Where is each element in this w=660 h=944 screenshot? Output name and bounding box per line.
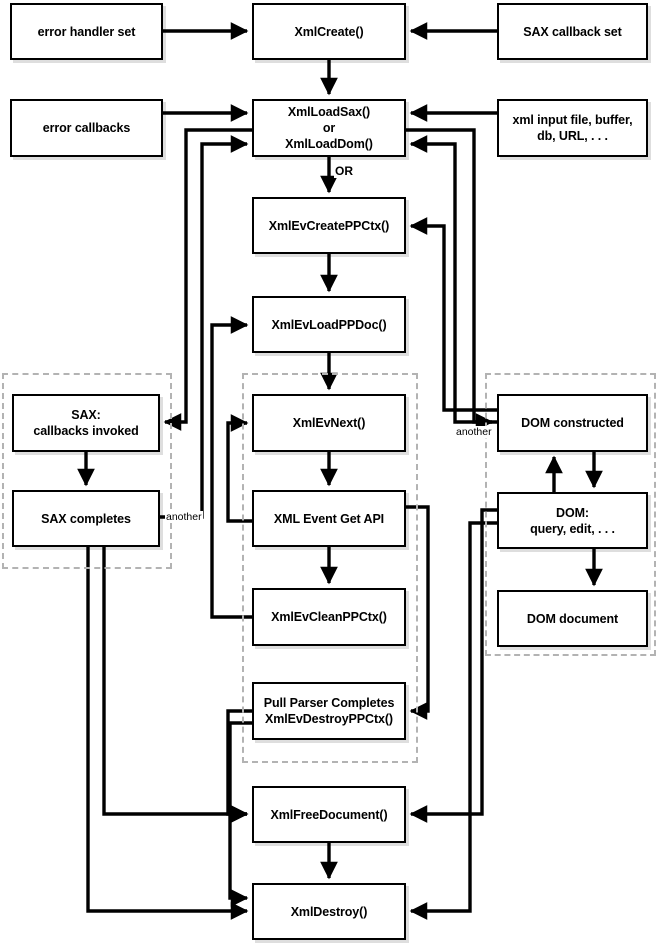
node-label: DOM constructed — [521, 416, 624, 430]
node-pull-parser-completes[interactable]: Pull Parser Completes XmlEvDestroyPPCtx(… — [252, 682, 406, 740]
node-xml-input-source[interactable]: xml input file, buffer, db, URL, . . . — [497, 99, 648, 157]
node-label-line-2: db, URL, . . . — [537, 129, 608, 143]
dom-phase-group — [485, 373, 656, 656]
node-xml-destroy[interactable]: XmlDestroy() — [252, 883, 406, 940]
edge-xmlload-to-domconstructed — [406, 128, 494, 431]
node-sax-callbacks-invoked[interactable]: SAX: callbacks invoked — [12, 394, 160, 452]
node-xmlev-create-ppctx[interactable]: XmlEvCreatePPCtx() — [252, 197, 406, 254]
node-label: DOM document — [526, 611, 619, 626]
node-label: XmlFreeDocument() — [270, 807, 388, 822]
node-label-line-2: query, edit, . . . — [530, 521, 615, 536]
node-label-line-1: Pull Parser Completes — [263, 696, 395, 710]
edge-label-another-dom: another — [455, 426, 493, 438]
node-label: XmlCreate() — [294, 24, 364, 39]
node-label: XmlEvLoadPPDoc() — [271, 317, 387, 332]
node-label-block: Pull Parser Completes XmlEvDestroyPPCtx(… — [264, 695, 395, 727]
node-label: SAX callback set — [523, 24, 622, 39]
edge-domconstructed-to-xmlload — [409, 135, 497, 424]
edge-domquery-to-xmlfreedocument — [409, 508, 497, 823]
node-label: XML Event Get API — [273, 511, 385, 526]
node-label: SAX completes — [41, 511, 131, 526]
node-error-handler-set[interactable]: error handler set — [10, 3, 163, 60]
node-label: XmlEvCreatePPCtx() — [268, 218, 390, 233]
node-dom-query-edit[interactable]: DOM: query, edit, . . . — [497, 492, 648, 549]
node-label: error callbacks — [42, 121, 131, 135]
node-xml-free-document[interactable]: XmlFreeDocument() — [252, 786, 406, 843]
edge-domquery-to-xmldestroy — [409, 521, 497, 920]
node-sax-callback-set[interactable]: SAX callback set — [497, 3, 648, 60]
edge-eventgetapi-to-xmlevnext-loop — [226, 414, 252, 523]
edge-label-or: OR — [334, 164, 354, 178]
node-label-block: xml input file, buffer, db, URL, . . . — [513, 112, 633, 144]
node-sax-completes[interactable]: SAX completes — [12, 490, 160, 547]
edge-pullparser-to-xmldestroy — [228, 721, 252, 907]
node-dom-constructed[interactable]: DOM constructed — [497, 394, 648, 452]
node-label-block: XmlLoadSax() or XmlLoadDom() — [285, 104, 373, 152]
node-xml-load-sax-or-dom[interactable]: XmlLoadSax() or XmlLoadDom() — [252, 99, 406, 157]
edge-xmlload-to-saxcallbacks — [163, 128, 252, 431]
node-xmlev-load-ppdoc[interactable]: XmlEvLoadPPDoc() — [252, 296, 406, 353]
node-dom-document[interactable]: DOM document — [497, 590, 648, 647]
node-label-line-2: XmlEvDestroyPPCtx() — [264, 712, 393, 726]
edge-domconstructed-to-xmlevcreate — [409, 217, 497, 412]
node-label-line-1: SAX: — [71, 408, 101, 422]
node-xml-create[interactable]: XmlCreate() — [252, 3, 406, 60]
node-error-callbacks[interactable]: error callbacks — [10, 99, 163, 157]
node-label-line-1: XmlLoadSax() — [287, 105, 371, 119]
node-label-block: DOM: query, edit, . . . — [530, 505, 615, 537]
node-xml-event-get-api[interactable]: XML Event Get API — [252, 490, 406, 547]
node-label: error handler set — [37, 24, 136, 39]
node-label-line-3: XmlLoadDom() — [285, 137, 373, 151]
node-label-line-1: xml input file, buffer, — [512, 113, 633, 127]
node-label-line-1: DOM: — [556, 505, 589, 520]
node-xmlev-next[interactable]: XmlEvNext() — [252, 394, 406, 452]
node-label-block: SAX: callbacks invoked — [33, 407, 138, 439]
edge-label-another-sax: another — [165, 511, 203, 523]
node-label-line-2: callbacks invoked — [33, 424, 139, 438]
node-label: XmlDestroy() — [290, 904, 368, 919]
node-label: XmlEvCleanPPCtx() — [271, 610, 387, 624]
edge-xmlevclean-to-xmlevload-loop — [210, 316, 252, 619]
edge-saxcompletes-to-xmldestroy — [86, 547, 249, 920]
sax-phase-group — [2, 373, 172, 569]
edge-saxcompletes-to-xmlfreedocument — [102, 547, 249, 823]
node-xmlev-clean-ppctx[interactable]: XmlEvCleanPPCtx() — [252, 588, 406, 646]
node-label-line-2: or — [322, 121, 336, 135]
node-label: XmlEvNext() — [292, 416, 366, 430]
edge-saxcompletes-to-xmlload — [160, 135, 249, 519]
